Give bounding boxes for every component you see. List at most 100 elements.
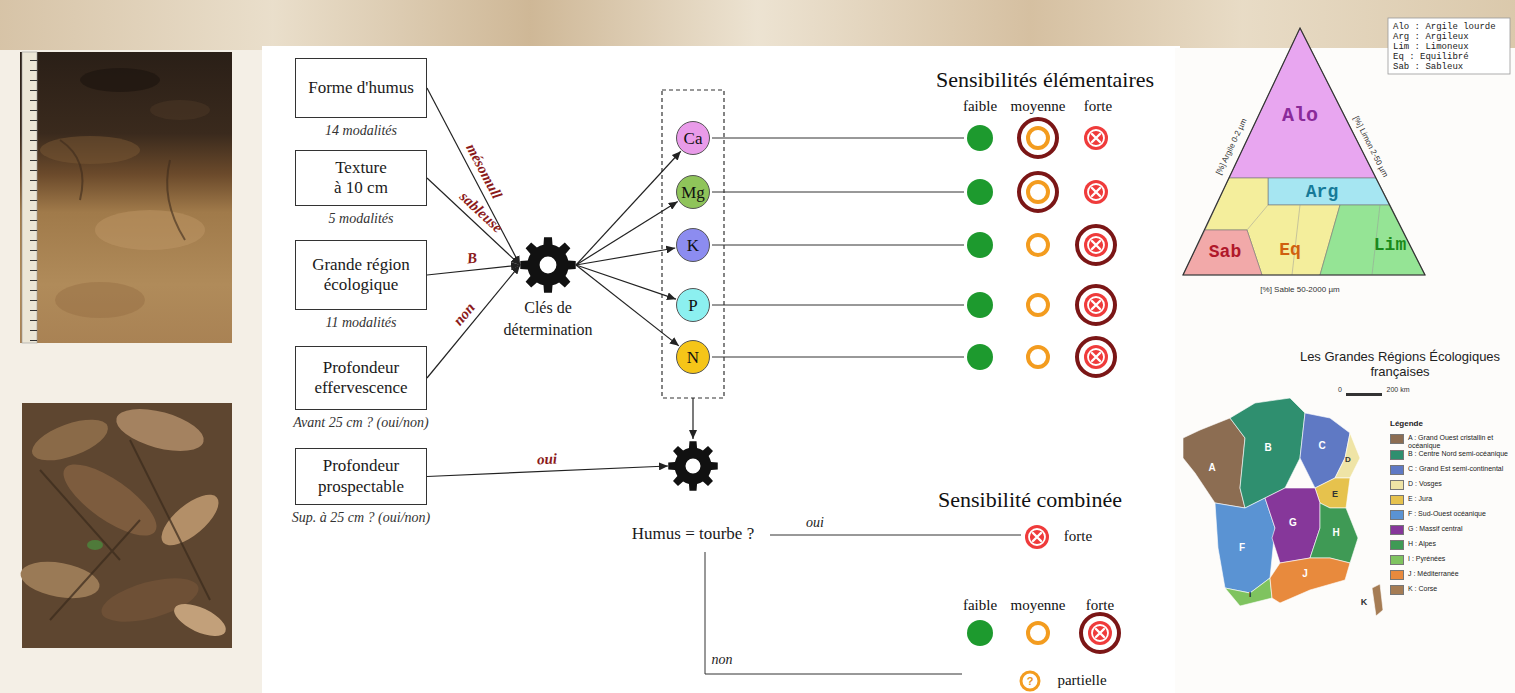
legend-text: K : Corse xyxy=(1408,585,1512,593)
texture-triangle xyxy=(1247,205,1380,275)
legend-row: D : Vosges xyxy=(1390,480,1512,495)
legend-text: F : Sud-Ouest océanique xyxy=(1408,510,1512,518)
sensitivity-rows xyxy=(1019,119,1057,157)
diagram-label: [%] Argile 0-2 µm xyxy=(1215,117,1249,176)
diagram-label: C xyxy=(1318,440,1325,452)
combined-branches xyxy=(705,525,1119,690)
input-box: Profondeur prospectableSup. à 25 cm ? (o… xyxy=(295,448,427,505)
sensitivity-rows xyxy=(967,344,993,370)
diagram-label: forte xyxy=(1086,597,1114,614)
legend-text: B : Centre Nord semi-océanique xyxy=(1408,450,1512,458)
diagram-label: Arg : Argileux xyxy=(1393,32,1469,42)
soil-profile-photo xyxy=(20,52,232,343)
legend-swatch xyxy=(1390,555,1404,565)
diagram-label: I xyxy=(1249,590,1251,599)
connector xyxy=(576,202,678,265)
map-legend: A : Grand Ouest cristallin et océaniqueB… xyxy=(1390,434,1512,600)
connector xyxy=(427,265,520,275)
edge-label: oui xyxy=(537,451,558,468)
ecological-regions-map xyxy=(1215,498,1275,593)
edge-label: B xyxy=(466,249,478,266)
diagram-label: Eq : Equilibré xyxy=(1393,52,1469,62)
combined-branches xyxy=(705,552,962,674)
diagram-label: 0 xyxy=(1338,386,1342,394)
ecological-regions-map xyxy=(1183,398,1383,616)
diagram-label: partielle xyxy=(1057,672,1106,689)
ecological-regions-map xyxy=(1335,433,1360,478)
diagram-label: J xyxy=(1302,568,1308,580)
box-label: Forme d'humus xyxy=(308,78,414,98)
sensitivity-rows xyxy=(712,357,964,358)
diagram-label: Légende xyxy=(1390,419,1423,428)
diagram-label: H xyxy=(1332,527,1339,539)
legend-swatch xyxy=(1390,434,1404,444)
diagram-label: forte xyxy=(1084,98,1112,115)
modality-note: 5 modalités xyxy=(329,211,394,228)
ecological-regions-map xyxy=(1265,488,1320,563)
legend-row: I : Pyrénées xyxy=(1390,555,1512,570)
sensitivity-rows xyxy=(1084,293,1108,317)
modality-note: Avant 25 cm ? (oui/non) xyxy=(293,415,428,432)
element-group-frame xyxy=(662,90,724,439)
ecological-regions-map xyxy=(1225,578,1272,606)
gear-icon xyxy=(668,441,718,491)
connector xyxy=(427,88,520,265)
background xyxy=(0,0,1515,50)
sensitivity-rows xyxy=(712,305,964,306)
sensitivity-rows xyxy=(1028,235,1048,255)
legend-swatch xyxy=(1390,525,1404,535)
element-circle: N xyxy=(676,340,710,374)
leaf-litter-photo xyxy=(170,597,231,642)
legend-row: J : Méditerranée xyxy=(1390,570,1512,585)
sensitivity-rows xyxy=(1084,126,1108,150)
legend-swatch xyxy=(1390,540,1404,550)
connector xyxy=(427,466,668,477)
modality-note: 11 modalités xyxy=(326,315,397,332)
soil-profile-photo xyxy=(60,140,185,240)
texture-triangle xyxy=(1183,18,1510,275)
combined-branches xyxy=(1028,623,1048,643)
connector xyxy=(576,151,681,265)
sensitivity-rows xyxy=(1028,295,1048,315)
diagram-label: G xyxy=(1289,517,1297,529)
element-group-frame xyxy=(692,398,693,439)
diagram-label: Alo xyxy=(1282,104,1318,127)
combined-branches xyxy=(1081,614,1119,652)
diagram-label: K xyxy=(1361,597,1368,607)
element-symbol: Mg xyxy=(681,184,705,201)
box-label: Grande région écologique xyxy=(305,255,417,296)
sensitivity-rows xyxy=(712,119,1115,376)
legend-swatch xyxy=(1390,570,1404,580)
connector xyxy=(576,248,675,265)
texture-triangle xyxy=(1229,28,1376,178)
soil-profile-photo xyxy=(20,52,232,343)
legend-swatch xyxy=(1390,510,1404,520)
legend-text: C : Grand Est semi-continental xyxy=(1408,465,1512,473)
texture-triangle xyxy=(1205,178,1340,275)
leaf-litter-photo xyxy=(87,540,103,550)
gear-caption: Humus = tourbe ? xyxy=(632,523,754,546)
leaf-litter-photo xyxy=(18,401,232,648)
sensitivity-rows xyxy=(967,292,993,318)
texture-triangle xyxy=(1183,230,1262,275)
legend-swatch xyxy=(1390,495,1404,505)
combined-branches xyxy=(1025,525,1049,549)
legend-row: H : Alpes xyxy=(1390,540,1512,555)
gear-icon xyxy=(520,237,576,293)
input-box: Texture à 10 cm5 modalités xyxy=(295,150,427,206)
box-label: Profondeur effervescence xyxy=(305,358,417,399)
diagram-label: Arg xyxy=(1306,182,1338,203)
sensitivity-rows xyxy=(1019,173,1057,211)
diagram-label: [%] Sable 50-2000 µm xyxy=(1260,285,1339,294)
input-box: Profondeur effervescenceAvant 25 cm ? (o… xyxy=(295,346,427,410)
diagram-label: Lim xyxy=(1374,235,1406,256)
diagram-label: moyenne xyxy=(1011,98,1066,115)
legend-text: J : Méditerranée xyxy=(1408,570,1512,578)
element-symbol: P xyxy=(688,297,697,314)
soil-profile-photo xyxy=(55,282,145,318)
sensitivity-rows xyxy=(967,125,993,151)
diagram-label: Sensibilité combinée xyxy=(938,487,1122,512)
legend-row: F : Sud-Ouest océanique xyxy=(1390,510,1512,525)
